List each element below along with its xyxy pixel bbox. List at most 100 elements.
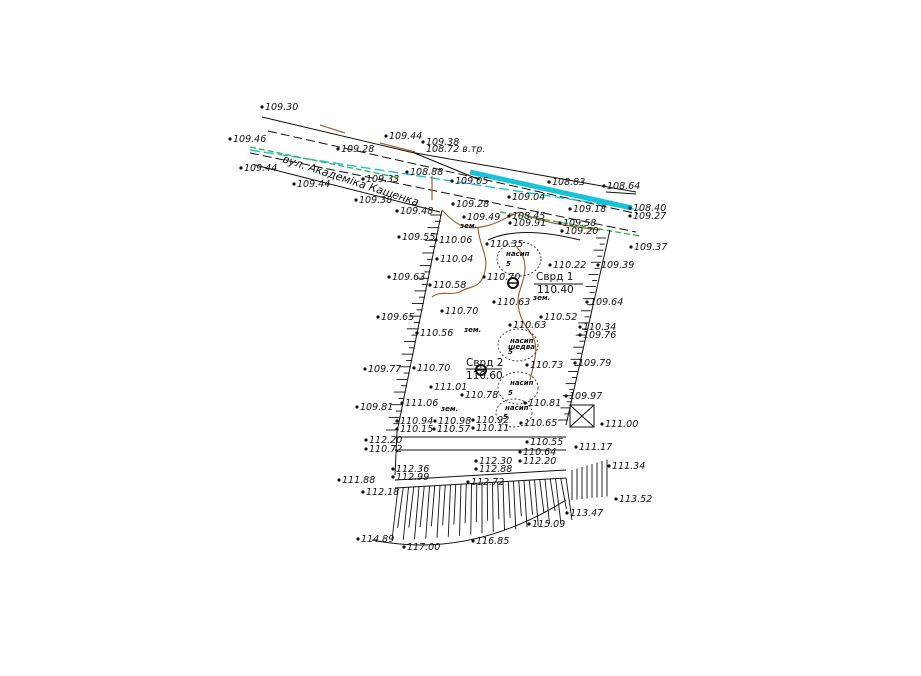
hatch-stroke — [470, 483, 472, 535]
mound-sublabel-3: шедва — [508, 343, 535, 351]
elevation-label: 108.64 — [607, 181, 640, 192]
borehole-1-name: Сврд 1 — [536, 271, 573, 283]
elevation-label: 109.65 — [381, 312, 414, 323]
elevation-point-marker — [474, 467, 478, 471]
elevation-point-marker — [519, 421, 523, 425]
elevation-point-marker — [600, 422, 604, 426]
elevation-point-marker — [239, 166, 243, 170]
elevation-label: 116.85 — [476, 536, 509, 547]
elevation-point-marker — [547, 180, 551, 184]
elevation-point-marker — [260, 105, 264, 109]
hatch-stroke — [414, 486, 420, 540]
elevation-label: 113.52 — [619, 494, 652, 505]
elevation-label: 110.78 — [465, 390, 498, 401]
elevation-point-marker — [471, 539, 475, 543]
elevation-label: 115.09 — [532, 519, 565, 530]
elevation-label: 112.72 — [471, 477, 504, 488]
elevation-label: 110.81 — [528, 398, 561, 409]
hatch-stroke — [425, 486, 430, 539]
elevation-point-marker — [397, 235, 401, 239]
elevation-label: 111.34 — [612, 461, 645, 472]
elevation-label: 110.06 — [439, 235, 472, 246]
elevation-point-marker — [450, 179, 454, 183]
elevation-point-marker — [384, 134, 388, 138]
soil-label-2: зем. — [532, 294, 550, 302]
elevation-label: 110.64 — [523, 447, 556, 458]
elevation-point-marker — [508, 323, 512, 327]
elevation-point-marker — [356, 537, 360, 541]
elevation-point-marker — [337, 478, 341, 482]
elevation-label: 108.88 — [410, 167, 443, 178]
elevation-point-marker — [364, 438, 368, 442]
elevation-point-marker — [376, 315, 380, 319]
hatch-stroke — [436, 485, 441, 538]
elevation-point-marker — [574, 445, 578, 449]
elevation-label: 112.36 — [396, 464, 429, 475]
elevation-point-marker — [474, 459, 478, 463]
elevation-point-marker — [518, 459, 522, 463]
elevation-points: 109.30109.46109.44109.44109.44109.28109.… — [228, 102, 667, 553]
elevation-point-marker — [429, 385, 433, 389]
elevation-label: 110.57 — [437, 424, 470, 435]
elevation-point-marker — [405, 170, 409, 174]
hatch-stroke — [497, 482, 500, 520]
elevation-point-marker — [355, 405, 359, 409]
mound-label-3: насип — [510, 379, 534, 387]
hatch-stroke — [507, 481, 511, 518]
elevation-point-marker — [507, 195, 511, 199]
elevation-label: 112.88 — [479, 464, 512, 475]
elevation-point-marker — [391, 475, 395, 479]
elevation-label: 109.64 — [590, 297, 623, 308]
elevation-label: 109.27 — [633, 211, 666, 222]
elevation-label: 109.48 — [400, 206, 433, 217]
elevation-point-marker — [363, 367, 367, 371]
elevation-point-marker — [471, 426, 475, 430]
elevation-point-marker — [364, 447, 368, 451]
elevation-point-marker — [596, 263, 600, 267]
elevation-point-marker — [421, 140, 425, 144]
elevation-label: 110.94 — [400, 416, 433, 427]
elevation-point-marker — [558, 221, 562, 225]
elevation-point-marker — [508, 221, 512, 225]
elevation-label: 112.30 — [479, 456, 512, 467]
borehole-2-elevation: 110.60 — [466, 370, 503, 382]
elevation-point-marker — [564, 394, 568, 398]
borehole-markers — [466, 277, 583, 376]
elevation-point-marker — [391, 467, 395, 471]
soil-label-4: зем. — [440, 405, 458, 413]
elevation-point-marker — [539, 315, 543, 319]
elevation-point-marker — [482, 275, 486, 279]
elevation-point-marker — [548, 263, 552, 267]
hatch-stroke — [549, 478, 556, 511]
elevation-label: 110.70 — [487, 272, 520, 283]
elevation-label: 109.81 — [360, 402, 393, 413]
hatch-stroke — [565, 477, 573, 521]
terrain-lines — [319, 124, 601, 381]
elevation-label: 109.58 — [563, 218, 596, 229]
water-pipe-label: 108.72 в.тр. — [426, 144, 485, 155]
street-lines — [249, 116, 641, 237]
elevation-label: 110.70 — [445, 306, 478, 317]
hatch-stroke — [555, 478, 562, 523]
hatch-stroke — [523, 480, 528, 528]
hatch-stroke — [502, 481, 505, 531]
elevation-label: 110.35 — [490, 239, 523, 250]
elevation-label: 114.89 — [361, 534, 394, 545]
elevation-point-marker — [412, 366, 416, 370]
elevation-point-marker — [628, 206, 632, 210]
hatch-stroke — [459, 484, 462, 536]
hatch-stroke — [539, 479, 545, 513]
mound-outlines — [487, 232, 581, 428]
elevation-label: 110.58 — [433, 280, 466, 291]
elevation-point-marker — [485, 242, 489, 246]
elevation-label: 110.52 — [544, 312, 577, 323]
elevation-label: 110.34 — [583, 322, 616, 333]
elevation-point-marker — [395, 419, 399, 423]
elevation-label: 110.22 — [553, 260, 586, 271]
elevation-point-marker — [387, 275, 391, 279]
mound-sublabel-4: 5 — [508, 389, 513, 397]
elevation-label: 109.18 — [573, 204, 606, 215]
soil-label-3: зем. — [463, 326, 481, 334]
elevation-point-marker — [440, 309, 444, 313]
hatch-stroke — [464, 483, 467, 524]
